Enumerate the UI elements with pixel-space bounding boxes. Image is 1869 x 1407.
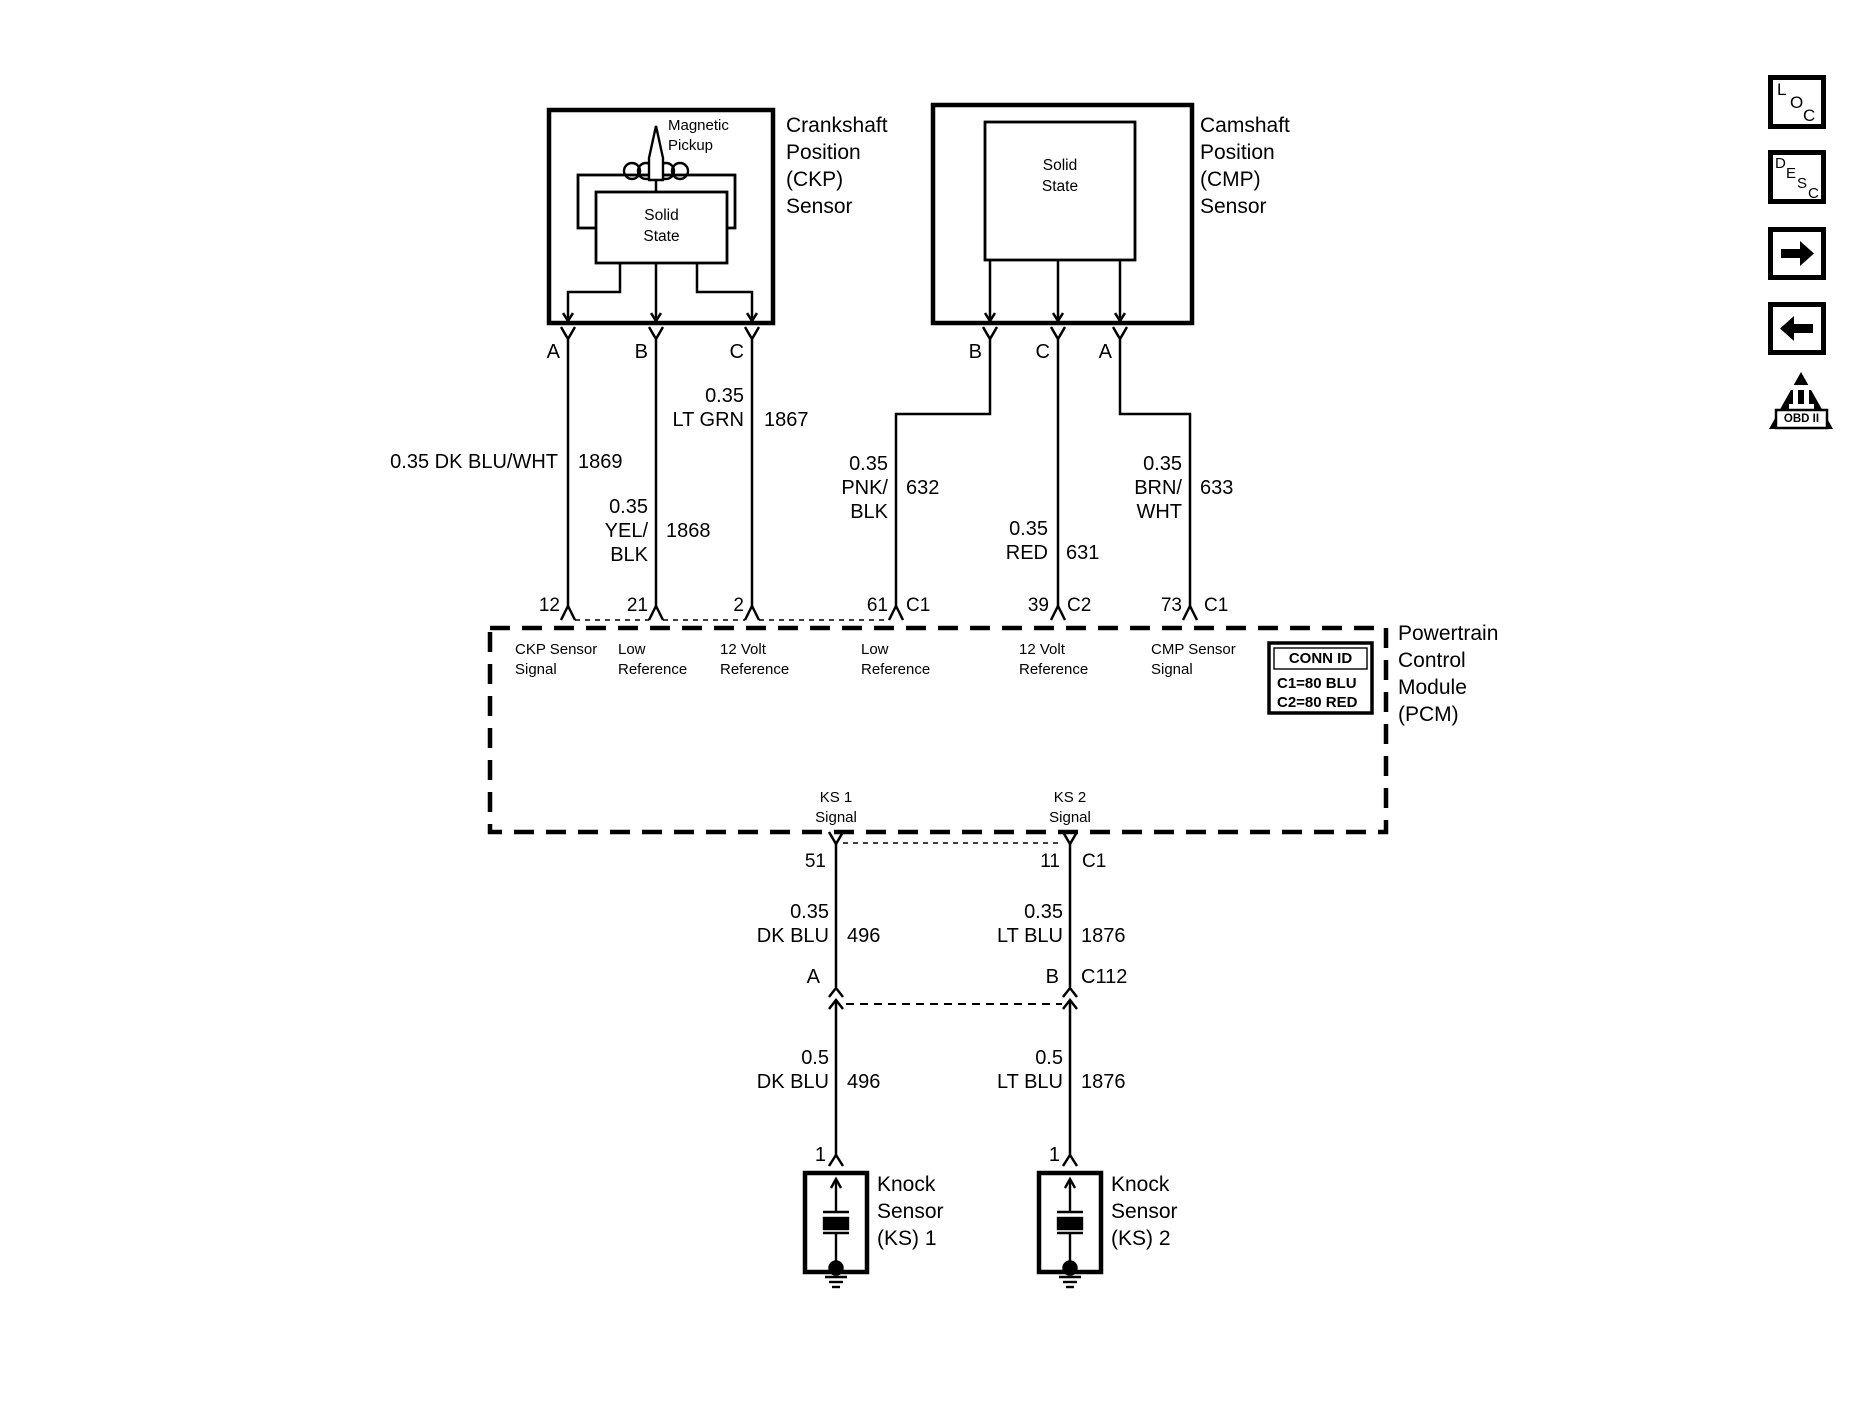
pcm-fn-ckp-signal: CKP Sensor Signal: [515, 641, 598, 678]
wire-label-ks1-upper: 0.35 DK BLU: [756, 901, 829, 947]
wire-label-ckp-b: 0.35 YEL/ BLK: [604, 496, 648, 566]
wire-label-ks2-upper: 0.35 LT BLU: [997, 901, 1063, 947]
pcm-pin-12: 12: [538, 595, 560, 616]
conn-id-title: CONN ID: [1288, 650, 1353, 667]
conn-id-box: [1267, 641, 1374, 715]
pcm-pin-39: 39: [1027, 595, 1049, 616]
ground-icon: [825, 1275, 847, 1289]
obd2-label: OBD II: [1783, 413, 1820, 425]
ground-icon: [1059, 1275, 1081, 1289]
obd2-triangle-icon: [1769, 372, 1833, 430]
knock-sensor-2-box: [1036, 1170, 1104, 1289]
pcm-pin-2: 2: [733, 595, 744, 616]
knock-sensor-1-box: [802, 1170, 870, 1289]
cmp-sensor-title: Camshaft Position (CMP) Sensor: [1200, 114, 1290, 218]
pcm-fn-ks2-signal: KS 2 Signal: [1049, 789, 1091, 826]
cmp-pin-a: A: [1098, 341, 1112, 363]
circuit-ckp-a: 1869: [578, 451, 623, 473]
wire-label-cmp-b: 0.35 PNK/ BLK: [841, 453, 888, 523]
circuit-ckp-b: 1868: [666, 520, 711, 542]
wire-label-ckp-a: 0.35 DK BLU/WHT: [390, 451, 558, 473]
wire-label-cmp-a: 0.35 BRN/ WHT: [1134, 453, 1182, 523]
pcm-fn-12v-ref-1: 12 Volt Reference: [720, 641, 790, 678]
desc-letter: C: [1808, 185, 1819, 202]
pcm-fn-low-ref-2: Low Reference: [861, 641, 931, 678]
prev-button[interactable]: [1768, 302, 1826, 355]
right-arrow-icon: [1781, 241, 1814, 266]
pcm-pin-11-conn: C1: [1082, 851, 1107, 872]
wire-label-ckp-c: 0.35 LT GRN: [672, 385, 745, 431]
pcm-pin-73-conn: C1: [1204, 595, 1229, 616]
pcm-pin-61-conn: C1: [906, 595, 931, 616]
wire-cmp-a: [1118, 356, 1192, 606]
loc-letter: O: [1790, 93, 1804, 112]
knock-sensor-pin-forks: [827, 1154, 1079, 1167]
c112-connector: [828, 985, 1078, 1155]
magnetic-pickup-needle-icon: [647, 125, 665, 196]
left-arrow-icon: [1780, 316, 1813, 341]
circuit-ks1-upper: 496: [847, 925, 881, 947]
obd2-button[interactable]: [1765, 368, 1835, 432]
ks1-title: Knock Sensor (KS) 1: [877, 1173, 944, 1250]
ckp-pin-a: A: [546, 341, 560, 363]
pcm-top-pin-forks: [559, 603, 1199, 621]
pcm-pin-11: 11: [1040, 851, 1060, 872]
pcm-fn-ks1-signal: KS 1 Signal: [815, 789, 857, 826]
c112-pin-b: B: [1045, 966, 1059, 988]
ckp-sensor-box: [546, 107, 776, 326]
cmp-pin-c: C: [1035, 341, 1050, 363]
desc-letter: S: [1797, 175, 1808, 192]
wire-label-cmp-c: 0.35 RED: [1005, 518, 1048, 564]
magnetic-pickup-label: Magnetic Pickup: [668, 117, 729, 154]
ckp-solid-state-label: Solid State: [643, 207, 680, 245]
loc-letter: C: [1803, 106, 1816, 125]
conn-id-row2: C2=80 RED: [1277, 694, 1358, 711]
cmp-sensor-box: [930, 102, 1195, 326]
pcm-box: [487, 625, 1389, 835]
pcm-bottom-pin-forks: [827, 831, 1079, 987]
circuit-cmp-a: 633: [1200, 477, 1234, 499]
pcm-pin-51: 51: [804, 851, 826, 872]
ks2-title: Knock Sensor (KS) 2: [1111, 1173, 1178, 1250]
desc-letter: D: [1775, 155, 1786, 172]
ks2-pin-1: 1: [1048, 1144, 1060, 1166]
circuit-ks2-lower: 1876: [1081, 1071, 1126, 1093]
wire-label-ks1-lower: 0.5 DK BLU: [756, 1047, 829, 1093]
loc-button[interactable]: L O C: [1768, 75, 1826, 129]
next-button[interactable]: [1768, 227, 1826, 280]
loc-letter: L: [1777, 80, 1787, 99]
desc-button[interactable]: D E S C: [1768, 150, 1826, 204]
harness-wires: [566, 356, 1192, 606]
pcm-pin-39-conn: C2: [1067, 595, 1092, 616]
sensor-pin-forks: [559, 326, 1129, 356]
circuit-cmp-c: 631: [1066, 542, 1100, 564]
desc-letter: E: [1786, 165, 1797, 182]
pcm-fn-low-ref-1: Low Reference: [618, 641, 688, 678]
pcm-pin-61: 61: [866, 595, 888, 616]
pcm-title: Powertrain Control Module (PCM): [1398, 622, 1499, 726]
ckp-sensor-title: Crankshaft Position (CKP) Sensor: [786, 114, 888, 218]
circuit-ks2-upper: 1876: [1081, 925, 1126, 947]
c112-pin-a: A: [806, 966, 820, 988]
ckp-pin-c: C: [729, 341, 744, 363]
wire-cmp-b: [894, 356, 992, 606]
ckp-pin-b: B: [634, 341, 648, 363]
circuit-cmp-b: 632: [906, 477, 940, 499]
pcm-fn-cmp-signal: CMP Sensor Signal: [1151, 641, 1236, 678]
c112-name: C112: [1081, 966, 1128, 988]
cmp-pin-b: B: [968, 341, 982, 363]
circuit-ckp-c: 1867: [764, 409, 809, 431]
cmp-solid-state-label: Solid State: [1041, 157, 1079, 195]
pcm-fn-12v-ref-2: 12 Volt Reference: [1019, 641, 1089, 678]
pcm-pin-73: 73: [1160, 595, 1182, 616]
circuit-ks1-lower: 496: [847, 1071, 881, 1093]
pcm-pin-21: 21: [626, 595, 648, 616]
ks1-pin-1: 1: [814, 1144, 826, 1166]
wire-label-ks2-lower: 0.5 LT BLU: [997, 1047, 1063, 1093]
conn-id-row1: C1=80 BLU: [1277, 675, 1357, 692]
